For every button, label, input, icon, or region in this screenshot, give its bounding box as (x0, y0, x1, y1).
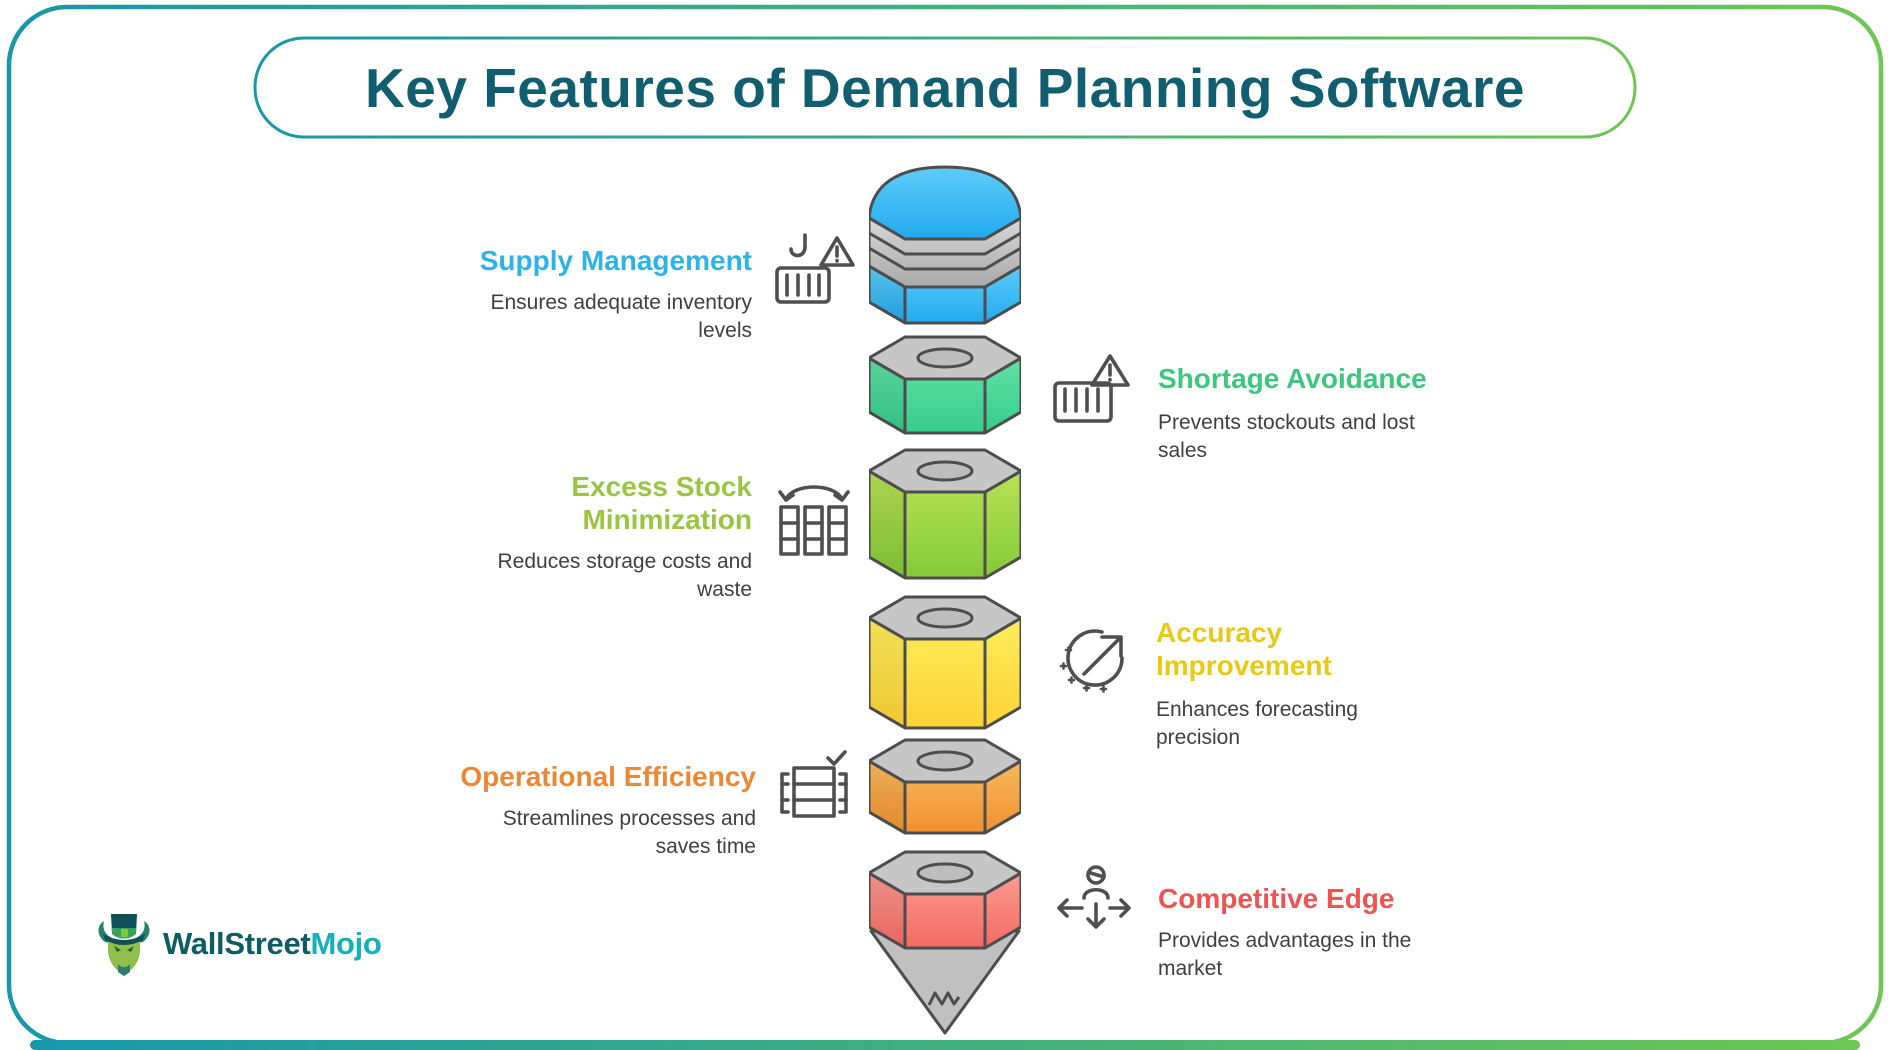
feature-description: Provides advantages in the market (1158, 929, 1412, 980)
feature-shortage-avoidance: Shortage Avoidance Prevents stockouts an… (1052, 350, 1482, 464)
feature-accuracy-improvement: Accuracy Improvement Enhances forecastin… (1052, 616, 1482, 752)
pencil-illustration (869, 165, 1021, 1035)
feature-supply-management: Supply Management Ensures adequate inven… (407, 232, 855, 344)
frame-bottom-bar (30, 1040, 1860, 1050)
logo-text-wallstreet: WallStreet (163, 926, 311, 961)
pencil-segment-efficiency (869, 738, 1021, 835)
logo-text: WallStreetMojo (163, 926, 382, 962)
feature-description: Ensures adequate inventory levels (490, 291, 752, 342)
pencil-segment-shortage-avoidance (869, 335, 1021, 435)
stock-columns-arrows-icon (778, 485, 850, 556)
feature-competitive-edge: Competitive Edge Provides advantages in … (1052, 862, 1482, 982)
page-title: Key Features of Demand Planning Software (365, 56, 1525, 119)
title-box (253, 36, 1637, 139)
container-warning-icon (1053, 354, 1130, 423)
feature-title: Operational Efficiency (460, 761, 756, 792)
feature-description: Reduces storage costs and waste (497, 550, 752, 601)
wallstreetmojo-logo: WallStreetMojo (95, 912, 382, 976)
bull-mascot-icon (98, 914, 150, 976)
feature-title: Supply Management (479, 245, 752, 276)
feature-description: Enhances forecasting precision (1156, 698, 1358, 749)
feature-title: Shortage Avoidance (1158, 363, 1427, 394)
table-checkmark-icon (780, 750, 848, 818)
pencil-segment-excess-stock (869, 448, 1021, 580)
pencil-segment-supply-management (869, 165, 1021, 325)
title-box-border (253, 36, 1637, 139)
crane-container-warning-icon (775, 233, 855, 304)
feature-description: Prevents stockouts and lost sales (1158, 411, 1415, 462)
arrow-up-right-target-icon (1059, 629, 1124, 693)
feature-title: Competitive Edge (1158, 883, 1395, 914)
logo-text-mojo: Mojo (310, 926, 382, 961)
feature-title: Accuracy Improvement (1156, 617, 1332, 682)
feature-excess-stock-minimization: Excess Stock Minimization Reduces storag… (407, 464, 852, 604)
feature-operational-efficiency: Operational Efficiency Streamlines proce… (407, 748, 852, 860)
feature-description: Streamlines processes and saves time (502, 807, 756, 858)
person-direction-arrows-icon (1057, 865, 1131, 929)
feature-title: Excess Stock Minimization (571, 471, 752, 536)
pencil-segment-accuracy (869, 595, 1021, 730)
pencil-segment-competitive-edge (869, 850, 1021, 950)
